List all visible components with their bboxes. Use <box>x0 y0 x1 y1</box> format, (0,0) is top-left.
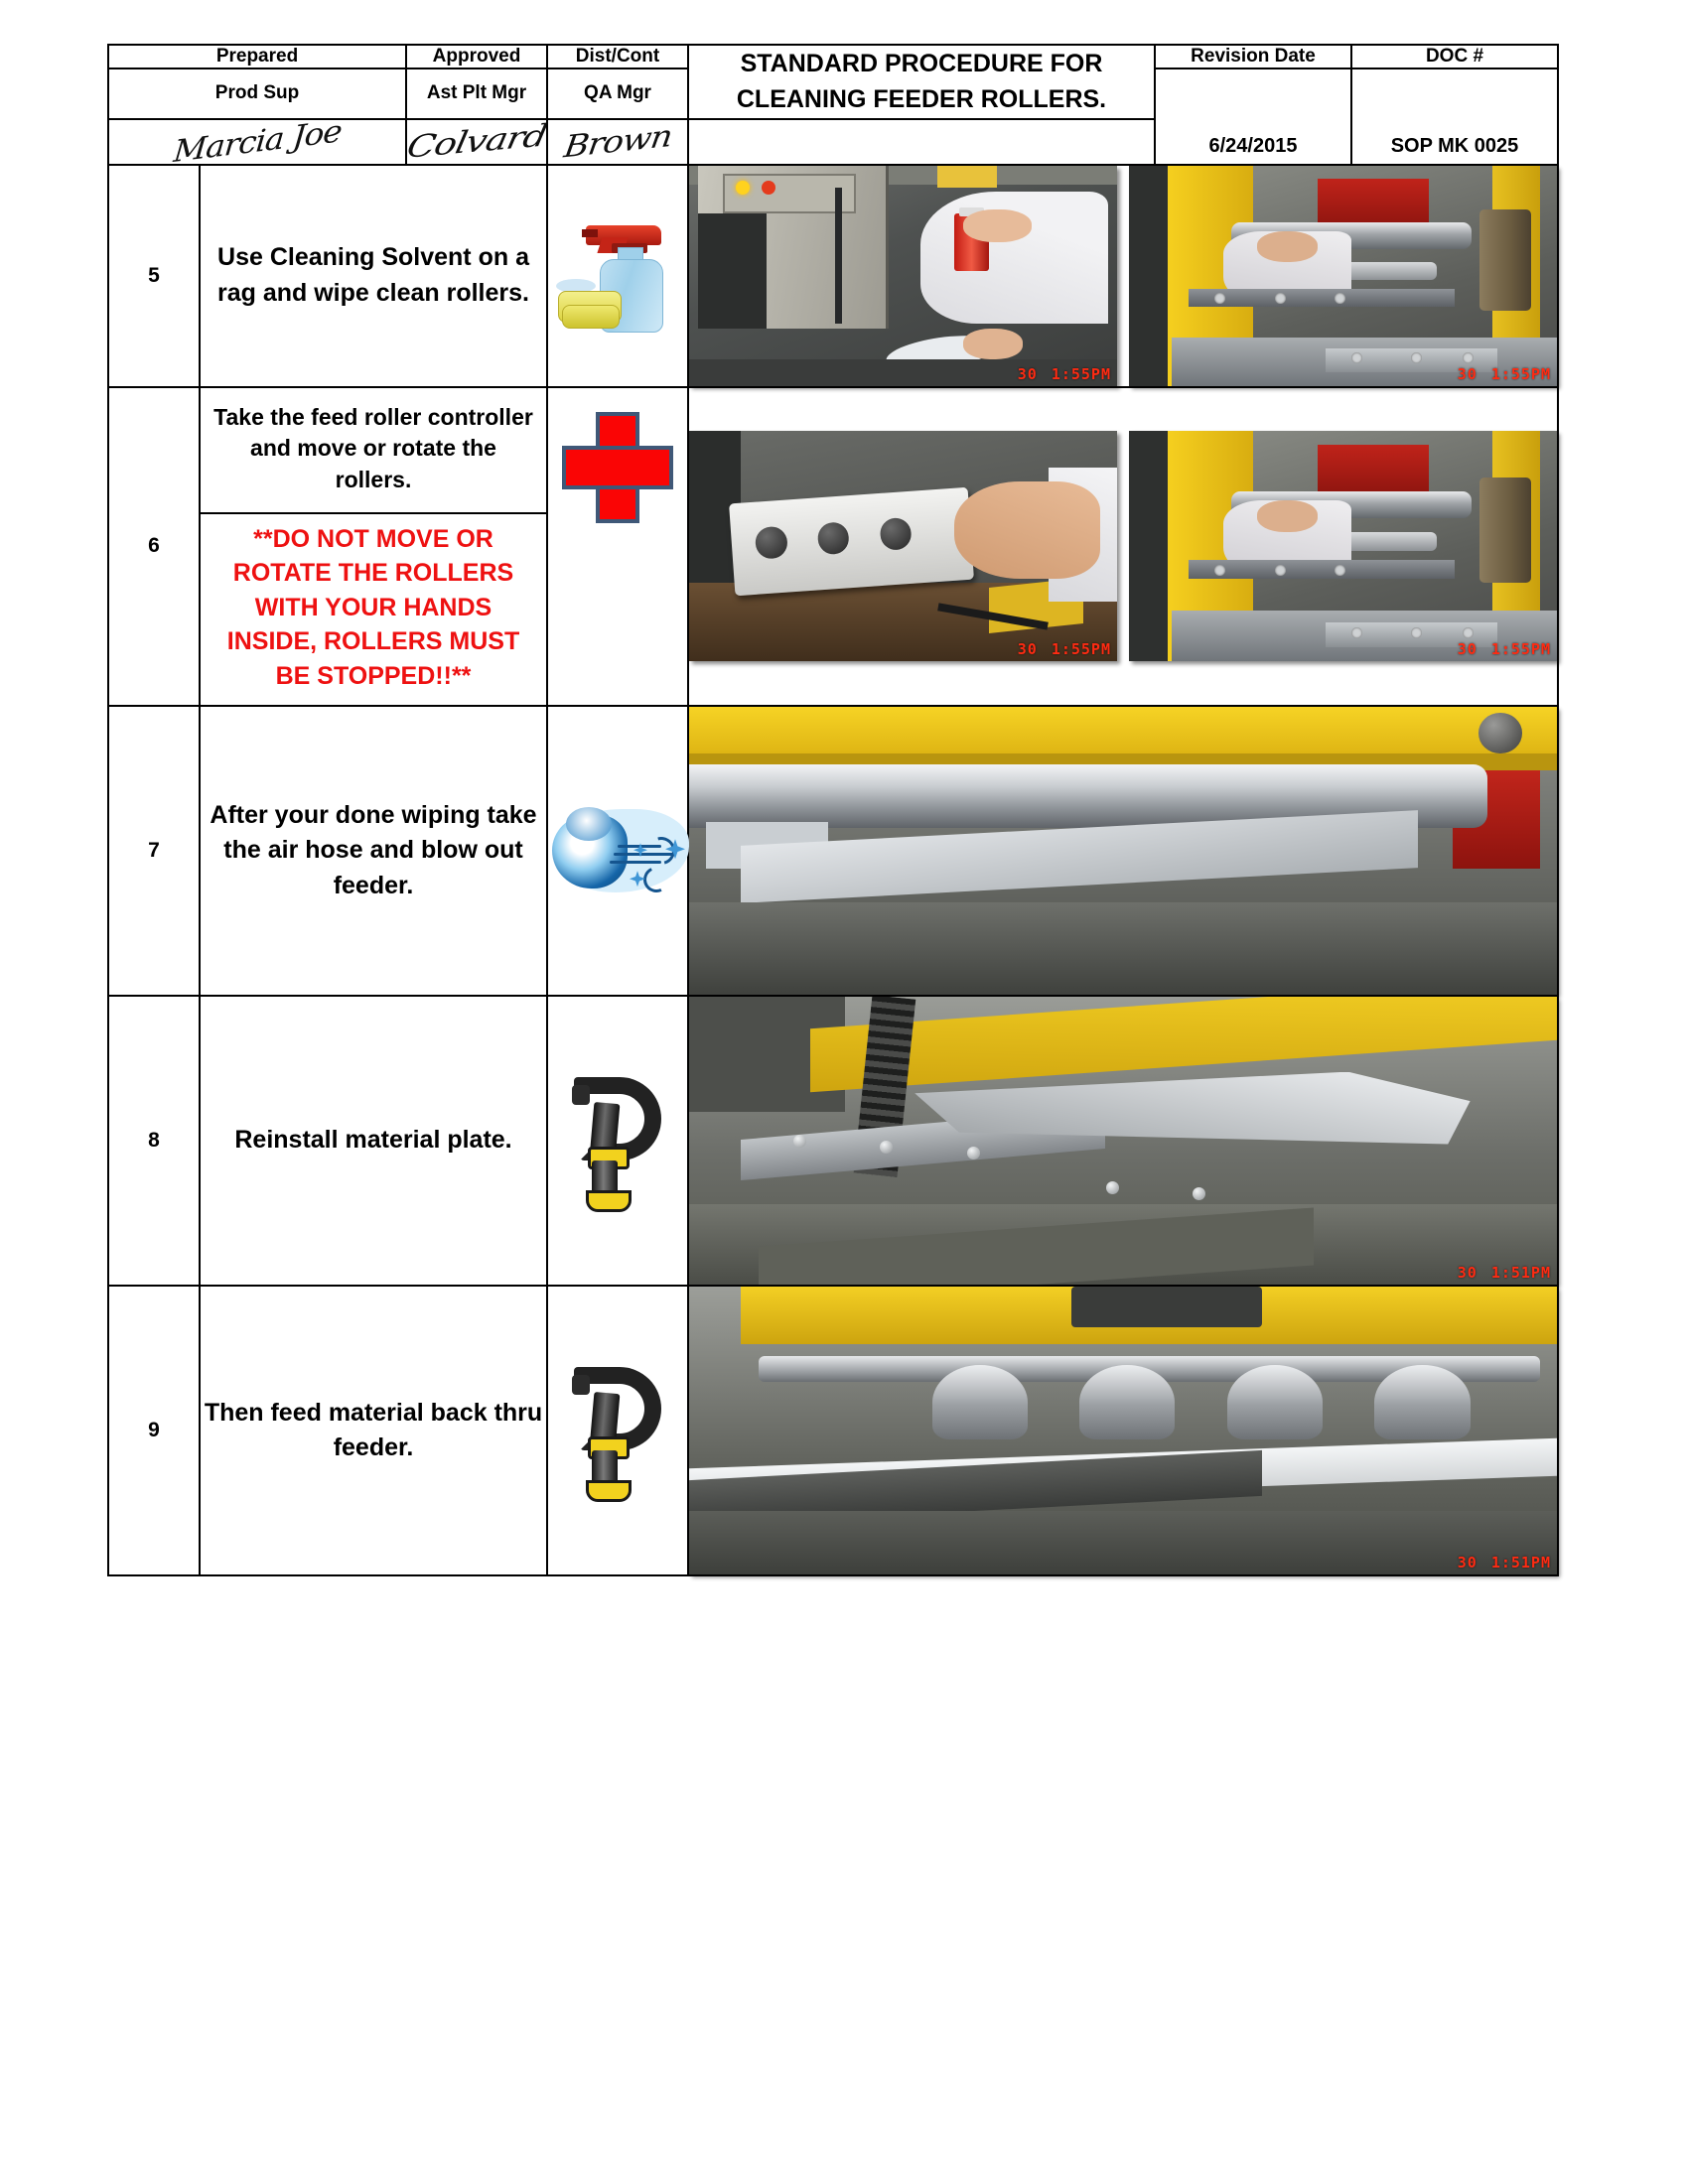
table-row-step-7: 7 After your done wiping take the air ho… <box>107 705 1559 998</box>
signature-distcont-text: Brown <box>561 118 674 165</box>
header-prod-sup-label: Prod Sup <box>107 67 407 120</box>
signature-approved: Colvard <box>405 117 548 166</box>
doc-number-value-cell: SOP MK 0025 <box>1350 68 1559 166</box>
step-instruction-9: Then feed material back thru feeder. <box>199 1285 548 1577</box>
step-warning-6: **DO NOT MOVE OR ROTATE THE ROLLERS WITH… <box>201 511 546 706</box>
step-instruction-8: Reinstall material plate. <box>199 995 548 1288</box>
step-instruction-7: After your done wiping take the air hose… <box>199 705 548 998</box>
step-number-8: 8 <box>107 995 201 1288</box>
doc-number-value: SOP MK 0025 <box>1390 134 1519 157</box>
signature-distcont: Brown <box>546 117 689 166</box>
signature-approved-text: Colvard <box>406 118 547 165</box>
revision-date-value: 6/24/2015 <box>1208 134 1298 157</box>
step-number-9: 9 <box>107 1285 201 1577</box>
step-number-5: 5 <box>107 163 201 388</box>
header-ast-plt-mgr-label: Ast Plt Mgr <box>405 67 548 120</box>
title-spacer-cell <box>687 118 1156 165</box>
table-row-step-8: 8 Reinstall material plate. <box>107 995 1559 1288</box>
table-row-step-5: 5 Use Cleaning Solvent on a rag and wipe… <box>107 163 1559 388</box>
step-number-7: 7 <box>107 705 201 998</box>
header-signature-row: Marcia Joe Colvard Brown <box>107 117 1558 166</box>
feeder-roller-closeup-photo <box>689 707 1557 996</box>
step-instruction-6: Take the feed roller controller and move… <box>213 403 533 492</box>
doc-number-label: DOC # <box>1350 44 1559 69</box>
procedure-title: STANDARD PROCEDURE FOR CLEANING FEEDER R… <box>687 44 1156 120</box>
step-instruction-6-cell: Take the feed roller controller and move… <box>199 385 548 708</box>
sop-document-table: Prepared Approved Dist/Cont STANDARD PRO… <box>107 44 1559 1577</box>
header-title-row: Prod Sup Ast Plt Mgr QA Mgr 6/24/2015 SO… <box>107 67 1559 166</box>
revision-date-value-cell: 6/24/2015 <box>1154 68 1352 166</box>
step-number-6: 6 <box>107 385 201 708</box>
procedure-title-line1: STANDARD PROCEDURE FOR <box>740 50 1103 77</box>
signature-prepared: Marcia Joe <box>107 117 407 166</box>
table-row-step-9: 9 Then feed material back thru feeder. <box>107 1285 1559 1577</box>
revision-date-label: Revision Date <box>1154 44 1352 69</box>
header-approved-label: Approved <box>405 44 548 69</box>
step-photos-7 <box>687 705 1559 998</box>
spray-bottle-icon <box>546 163 689 388</box>
header-prepared-label: Prepared <box>107 44 407 69</box>
signature-prepared-text: Marcia Joe <box>172 118 343 165</box>
procedure-title-line2: CLEANING FEEDER ROLLERS. <box>736 85 1107 114</box>
table-row-step-6: 6 Take the feed roller controller and mo… <box>107 385 1559 708</box>
header-role-row: Prepared Approved Dist/Cont STANDARD PRO… <box>107 44 1559 120</box>
red-cross-warning-icon <box>546 385 689 708</box>
header-distcont-label: Dist/Cont <box>546 44 689 69</box>
c-clamp-icon <box>546 1285 689 1577</box>
c-clamp-icon <box>546 995 689 1288</box>
step-instruction-5: Use Cleaning Solvent on a rag and wipe c… <box>199 163 548 388</box>
header-qa-mgr-label: QA Mgr <box>546 67 689 120</box>
blowing-air-icon <box>546 705 689 998</box>
